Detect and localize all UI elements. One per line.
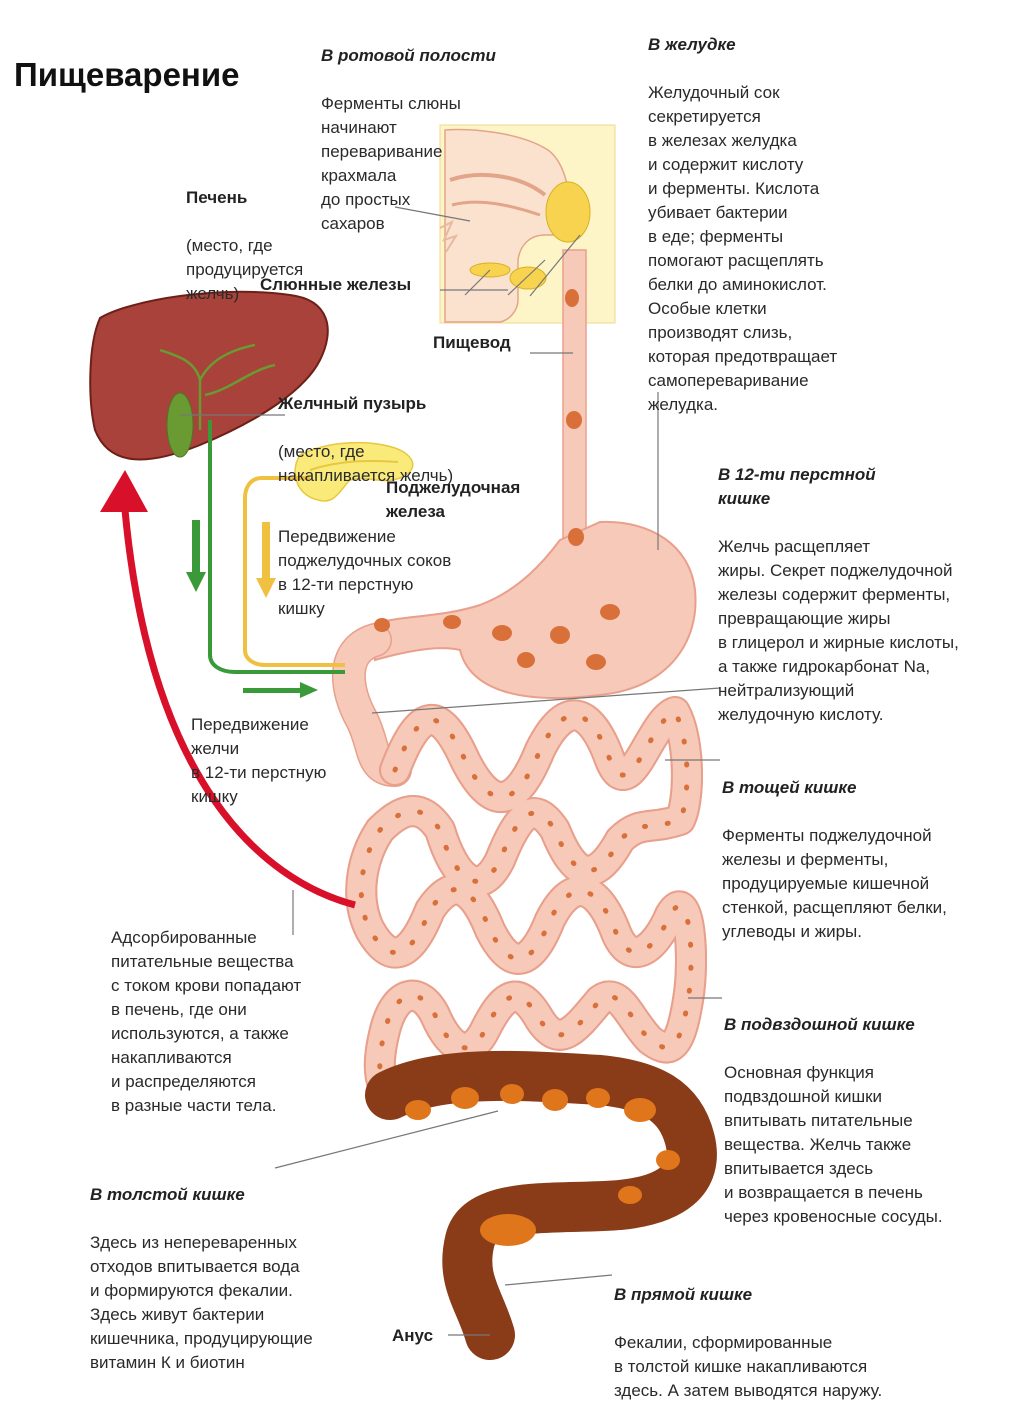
pancreas [294,441,414,502]
gallbladder-text: (место, где накапливается желчь) [278,442,454,485]
stomach-heading: В желудке [648,35,736,54]
small-intestine [361,696,691,1111]
liver-text: (место, где продуцируется желчь) [186,236,304,303]
digestive-system-illustration [89,124,722,1360]
absorbed-nutrients-label: Адсорбированные питательные вещества с т… [111,928,302,1115]
large-intestine [365,1050,717,1360]
mouth-heading: В ротовой полости [321,46,496,65]
bile-movement-label: Передвижение желчи в 12-ти перстную кишк… [191,715,327,806]
stomach-annotation: В желудке Желудочный сок секретируется в… [648,9,837,417]
ileum-text: Основная функция подвздошной кишки впиты… [724,1063,943,1226]
duodenum-text: Желчь расщепляет жиры. Секрет поджелудоч… [718,537,959,724]
pancreatic-juice-arrow [256,522,276,598]
pancreatic-juice-label: Передвижение поджелудочных соков в 12-ти… [278,527,452,618]
pointer-lines [180,206,722,1336]
pancreatic-duct [243,476,345,667]
liver [89,290,329,461]
gallbladder-name: Желчный пузырь [278,394,427,413]
colon-text: Здесь из непереваренных отходов впитывае… [90,1233,313,1372]
salivary-gland-large [545,181,591,243]
ileum-annotation: В подвздошной кишке Основная функция под… [724,989,943,1229]
rectum-text: Фекалии, сформированные в толстой кишке … [614,1333,883,1400]
jejunum-annotation: В тощей кишке Ферменты поджелудочной жел… [722,752,947,944]
anus-label: Анус [392,1326,434,1345]
bile-ducts [159,343,276,430]
duodenum-heading: В 12-ти перстной кишке [718,465,876,508]
rectum-annotation: В прямой кишке Фекалии, сформированные в… [614,1259,882,1403]
mouth-annotation: В ротовой полости Ферменты слюны начинаю… [321,20,496,236]
colon-annotation: В толстой кишке Здесь из непереваренных … [90,1159,313,1375]
stomach-text: Желудочный сок секретируется в железах ж… [648,83,838,414]
blood-flow-arrowhead [100,470,148,512]
jejunum-heading: В тощей кишке [722,778,857,797]
salivary-gland-small [509,266,547,290]
mouth-text: Ферменты слюны начинают переваривание кр… [321,94,461,233]
stomach-food-spots [374,289,620,670]
ileum-heading: В подвздошной кишке [724,1015,915,1034]
gallbladder [166,392,194,458]
rectum-heading: В прямой кишке [614,1285,753,1304]
page-title: Пищеварение [14,56,240,93]
colon-heading: В толстой кишке [90,1185,245,1204]
liver-annotation: Печень (место, где продуцируется желчь) [186,162,303,306]
esophagus-label: Пищевод [433,333,511,352]
salivary-glands-label: Слюнные железы [260,275,412,294]
bile-flow-arrows [186,520,318,698]
blood-flow-arrow [121,509,356,909]
duodenum-annotation: В 12-ти перстной кишке Желчь расщепляет … [718,439,959,727]
pancreas-label: Поджелудочная железа [386,478,521,521]
gallbladder-annotation: Желчный пузырь (место, где накапливается… [278,368,453,488]
common-bile-duct [208,420,345,674]
liver-name: Печень [186,188,248,207]
jejunum-text: Ферменты поджелудочной железы и ферменты… [722,826,947,941]
stomach [368,520,697,699]
